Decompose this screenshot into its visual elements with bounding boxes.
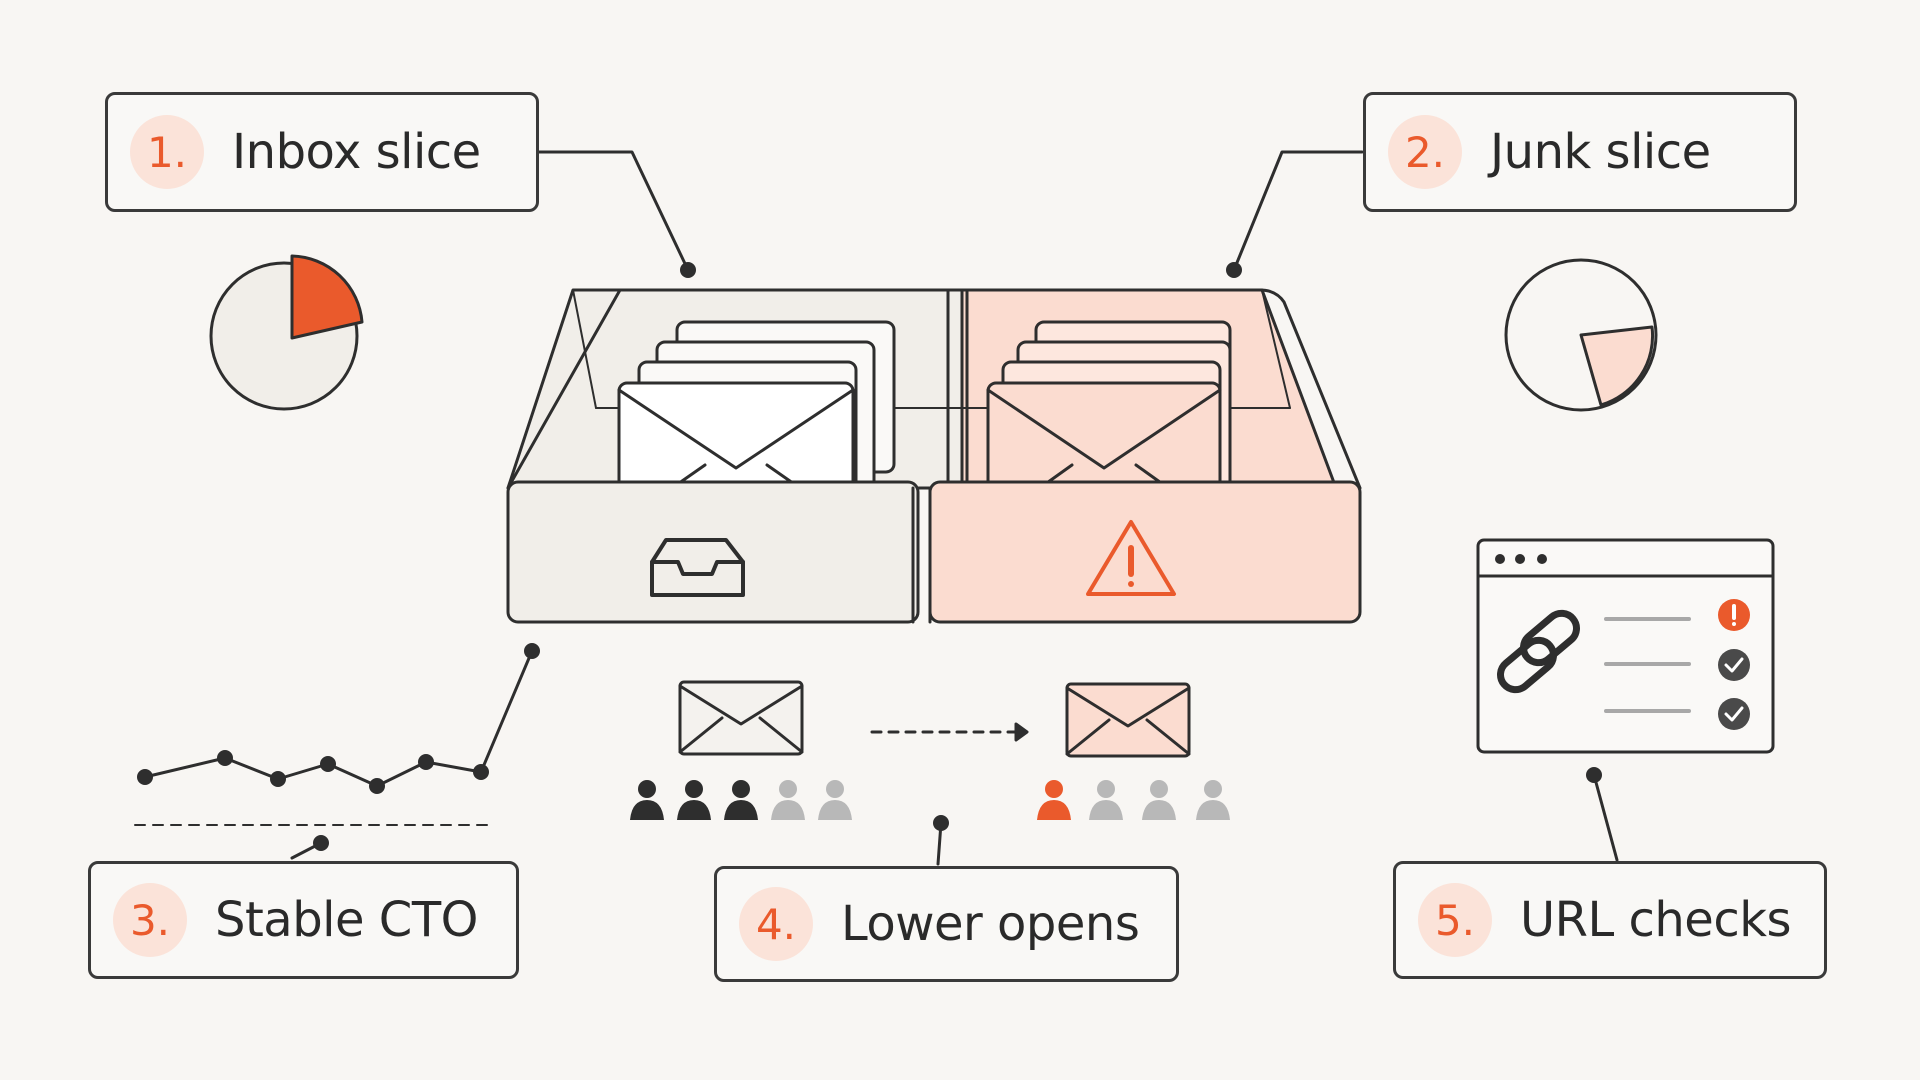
person-icon	[771, 780, 805, 820]
step-number-badge: 4.	[739, 887, 813, 961]
callout-label: URL checks	[1520, 892, 1792, 948]
person-icon	[677, 780, 711, 820]
arrow-right-icon	[870, 722, 1029, 742]
connector-dot	[1226, 262, 1242, 278]
cto-point	[473, 764, 489, 780]
callout-label: Junk slice	[1490, 124, 1711, 180]
inbox-opens-people	[630, 780, 852, 820]
inbox-tray-icon	[650, 538, 745, 597]
cto-point	[270, 771, 286, 787]
connector-inbox	[536, 150, 690, 272]
person-icon	[818, 780, 852, 820]
step-number-badge: 1.	[130, 115, 204, 189]
callout-stable-cto: 3. Stable CTO	[88, 861, 519, 979]
person-icon	[1196, 780, 1230, 820]
junk-pie-slice	[1579, 325, 1655, 407]
connector-dot	[680, 262, 696, 278]
cto-points	[137, 643, 540, 794]
cto-series-line	[143, 649, 534, 788]
cto-point	[369, 778, 385, 794]
callout-inbox-slice: 1. Inbox slice	[105, 92, 539, 212]
stable-cto-line-chart	[134, 643, 540, 826]
callout-lower-opens: 4. Lower opens	[714, 866, 1179, 982]
callout-url-checks: 5. URL checks	[1393, 861, 1827, 979]
connector-junk	[1232, 150, 1364, 272]
inbox-pie-slice	[290, 254, 364, 340]
inbox-drawer-front	[506, 480, 920, 624]
cto-point	[418, 754, 434, 770]
connector-url	[1592, 773, 1619, 862]
step-number-badge: 2.	[1388, 115, 1462, 189]
connector-dot	[1586, 767, 1602, 783]
junk-mail-envelope-icon	[1065, 682, 1191, 758]
person-icon	[1037, 780, 1071, 820]
inbox-pie-chart	[209, 254, 364, 411]
person-icon	[1089, 780, 1123, 820]
cto-point	[137, 769, 153, 785]
callout-junk-slice: 2. Junk slice	[1363, 92, 1797, 212]
junk-pie-chart	[1504, 258, 1658, 412]
callout-label: Inbox slice	[232, 124, 481, 180]
junk-drawer-front	[928, 480, 1362, 624]
connectors	[290, 150, 1619, 866]
cto-point	[320, 756, 336, 772]
callout-label: Stable CTO	[215, 892, 478, 948]
step-number-badge: 3.	[113, 883, 187, 957]
check-icon	[1718, 698, 1750, 730]
junk-opens-people	[1037, 780, 1230, 820]
check-icon	[1718, 649, 1750, 681]
connector-dot	[313, 835, 329, 851]
chain-link-icon	[1497, 609, 1580, 694]
person-icon	[724, 780, 758, 820]
opens-comparison	[630, 680, 1230, 820]
alert-icon	[1718, 599, 1750, 631]
cto-point	[217, 750, 233, 766]
step-number-badge: 5.	[1418, 883, 1492, 957]
callout-label: Lower opens	[841, 896, 1140, 952]
cto-point	[524, 643, 540, 659]
mail-box	[506, 288, 1362, 624]
url-check-window	[1476, 538, 1775, 754]
connector-dot	[933, 815, 949, 831]
person-icon	[1142, 780, 1176, 820]
warning-triangle-icon	[1086, 520, 1176, 596]
person-icon	[630, 780, 664, 820]
inbox-mail-envelope-icon	[678, 680, 804, 756]
